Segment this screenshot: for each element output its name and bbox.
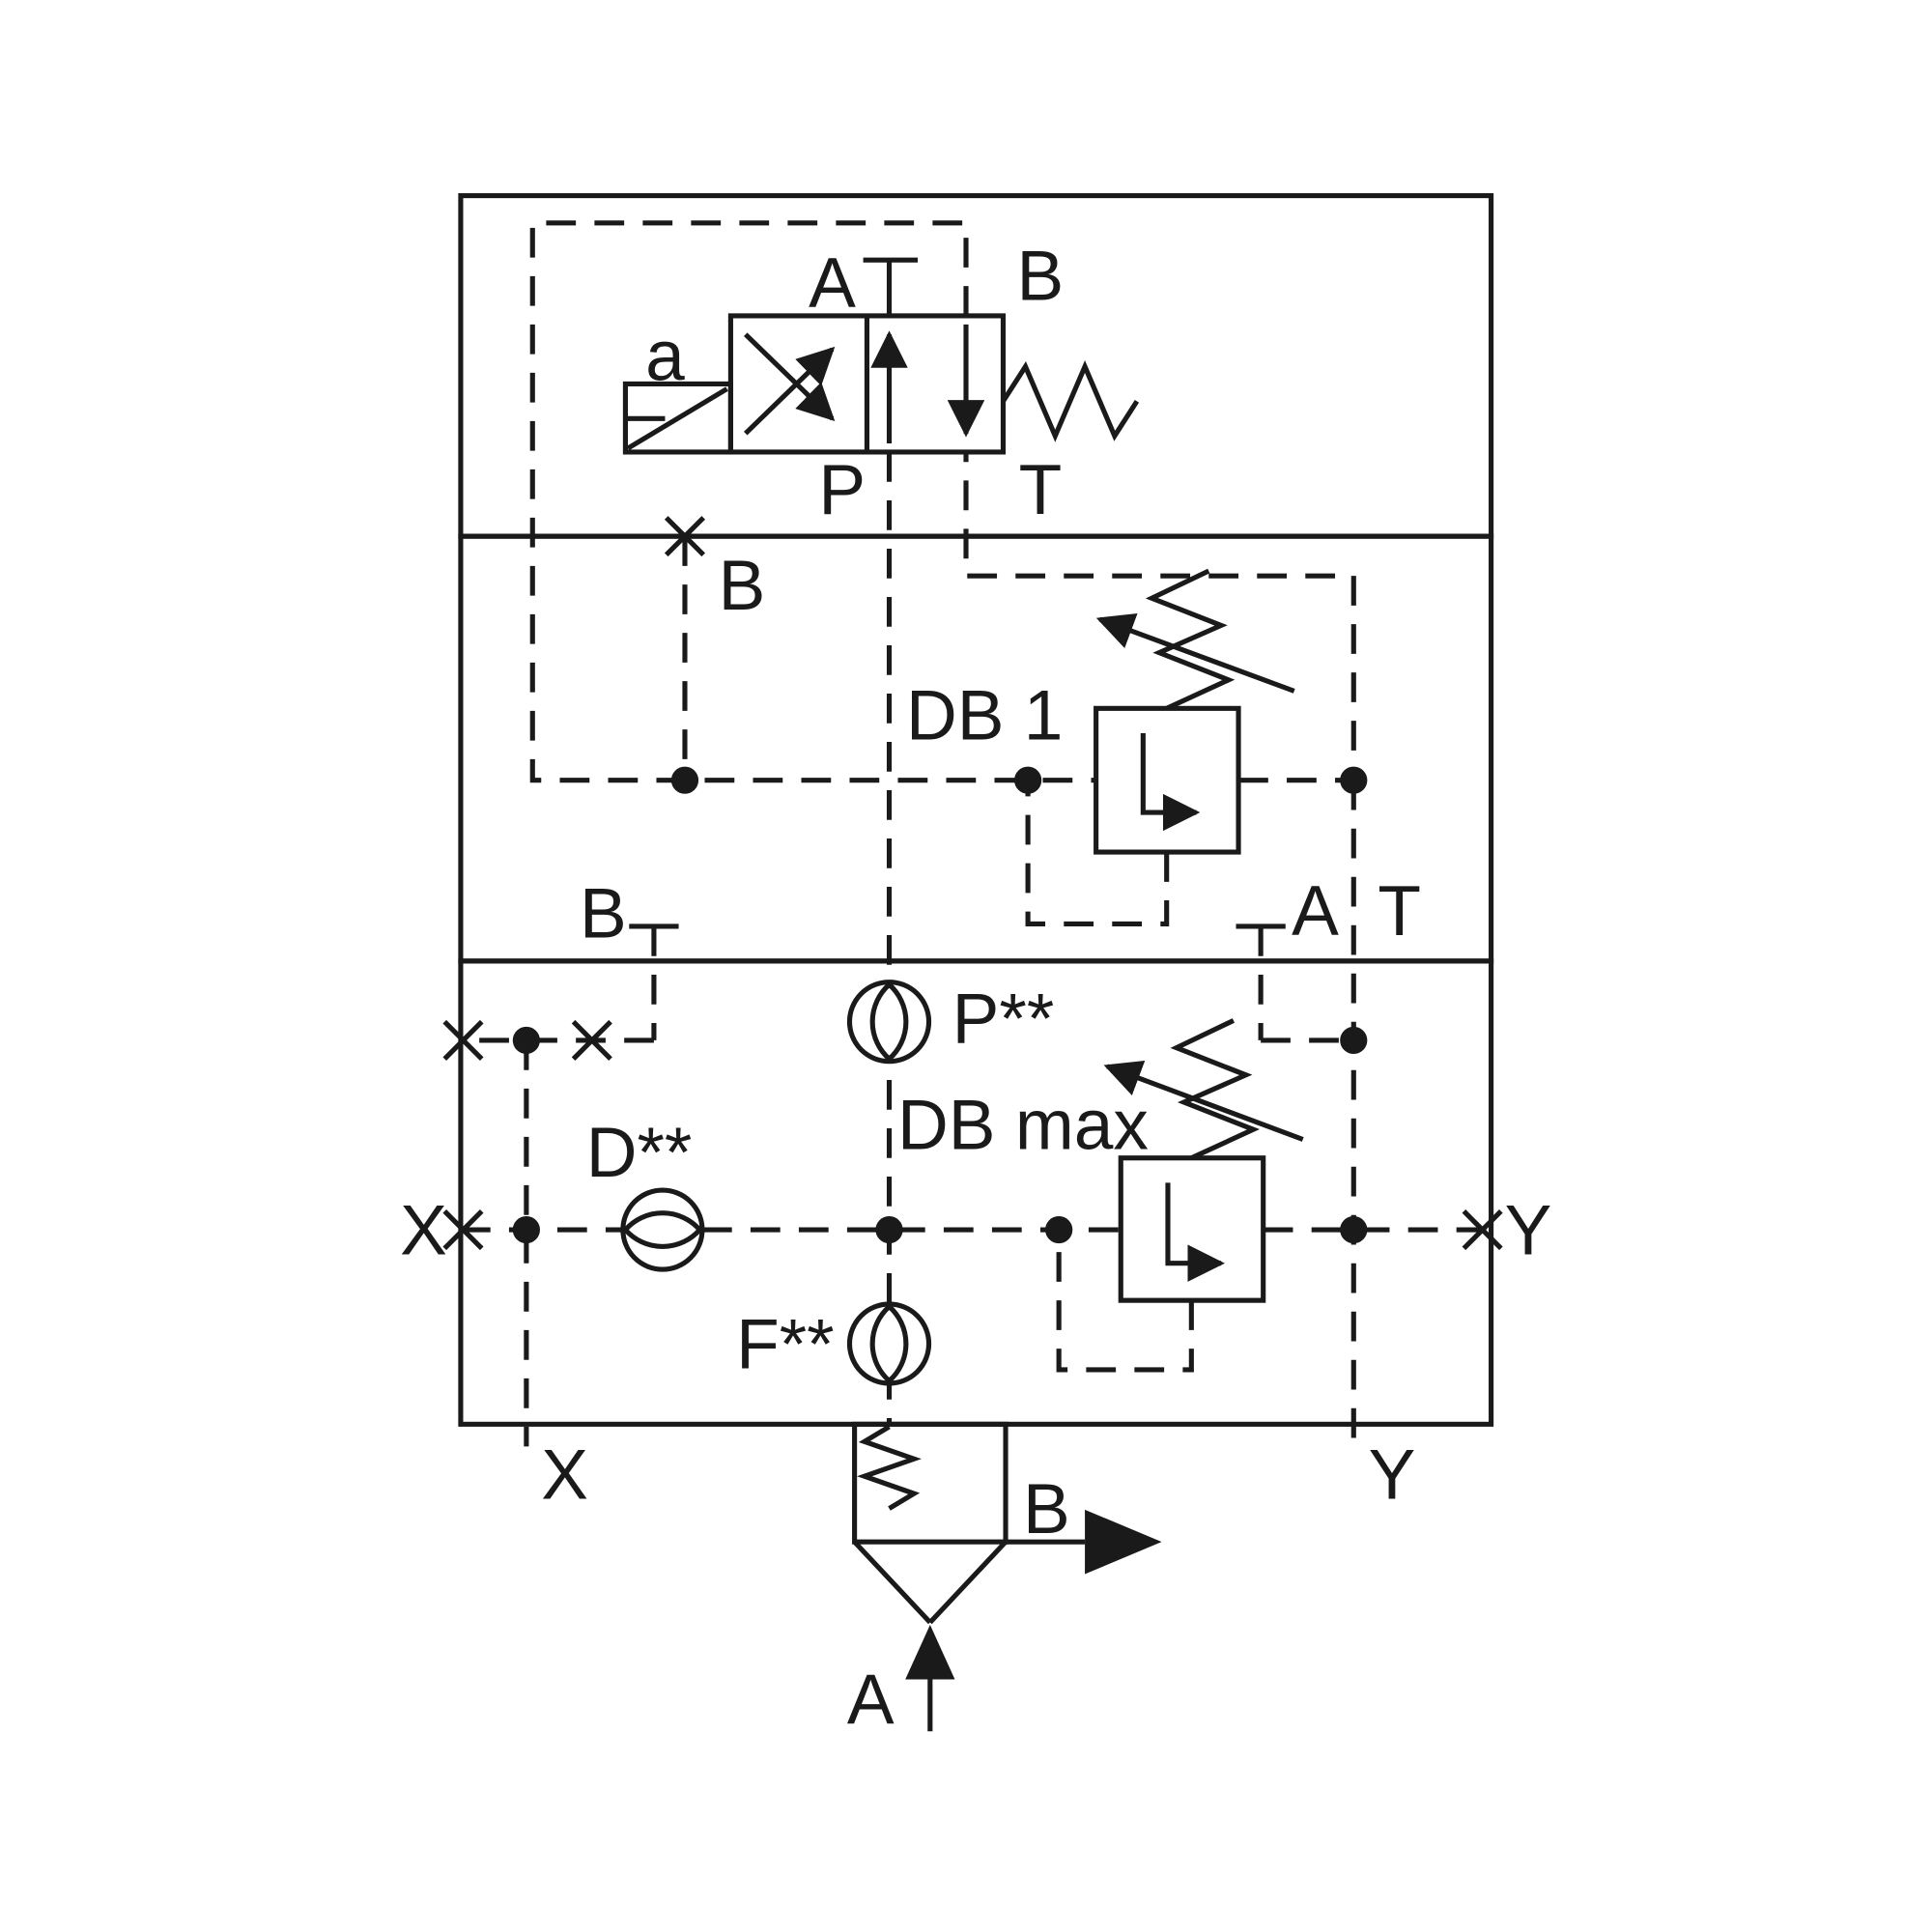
junction-dot: [670, 766, 699, 794]
solenoid-diagonal: [626, 386, 728, 451]
pilot-line-b-loop: [529, 220, 1096, 783]
relief-valve-db1: [1094, 568, 1295, 855]
junction-dot: [1340, 1026, 1368, 1055]
junction-dots: [512, 766, 1368, 1244]
relief-valve-dbmax: [1103, 1018, 1304, 1303]
return-spring-icon: [1001, 359, 1140, 442]
gauge-p-circle: [846, 980, 932, 1065]
pilot-port-t-label: T: [1019, 451, 1063, 529]
pilot-port-p-label: P: [818, 451, 866, 529]
mid-port-t-label: T: [1378, 872, 1421, 951]
junction-dot: [512, 1026, 540, 1055]
junction-dot: [1045, 1215, 1073, 1244]
port-x-left-label: X: [400, 1192, 447, 1270]
junction-dot: [1340, 1215, 1368, 1244]
junction-dot: [512, 1215, 540, 1244]
port-b-flow-arrow-icon: [1085, 1509, 1162, 1575]
db1-adjust-arrow-icon: [1095, 612, 1295, 694]
main-cartridge-valve: [852, 1421, 1162, 1732]
plug-b-label: B: [719, 547, 766, 625]
measuring-points: [620, 980, 932, 1386]
plug-left-edge-icon: [442, 1019, 484, 1061]
pilot-directional-valve: [622, 257, 1140, 455]
gauge-d-circle: [620, 1187, 705, 1272]
gauge-f-circle: [846, 1301, 932, 1386]
gauge-f-lens: [869, 1304, 909, 1384]
gauge-d: [620, 1187, 705, 1272]
pilot-line-t-loop: [963, 451, 1356, 783]
gauge-d-lens: [623, 1210, 703, 1249]
solenoid-a-label: a: [645, 318, 685, 396]
dbmax-label: DB max: [897, 1087, 1149, 1165]
poppet-right-edge: [927, 1540, 1008, 1625]
db1-flow-arrow-icon: [1140, 732, 1201, 832]
pilot-port-a-label: A: [809, 244, 856, 323]
junction-dot: [1340, 766, 1368, 794]
junction-dot: [875, 1215, 903, 1244]
port-x-bottom-label: X: [541, 1435, 588, 1514]
plug-b-branch-icon: [571, 1019, 612, 1061]
dbmax-adjust-arrow-icon: [1103, 1060, 1304, 1142]
manifold-blocks: [458, 193, 1494, 1427]
pilot-lines: [460, 220, 1492, 1447]
db1-body: [1094, 705, 1241, 855]
port-a-flow-arrow-icon: [905, 1625, 955, 1680]
junction-dot: [1014, 766, 1042, 794]
outlet-b-label: B: [1023, 1470, 1070, 1548]
gauge-d-label: D**: [586, 1114, 693, 1192]
labels: a A B P T B DB 1 B A T P** D** DB max X …: [400, 237, 1551, 1739]
cartridge-spring-icon: [857, 1424, 922, 1511]
pilot-valve-block: [458, 193, 1494, 539]
pilot-port-b-label: B: [1017, 237, 1065, 315]
gauge-p-lens: [869, 982, 909, 1063]
inlet-a-label: A: [847, 1662, 895, 1740]
cartridge-body: [852, 1421, 1009, 1545]
poppet-left-edge: [852, 1540, 932, 1625]
dbmax-spring-icon: [1170, 1018, 1260, 1161]
gauge-f-label: F**: [736, 1306, 835, 1384]
port-y-right-label: Y: [1505, 1192, 1552, 1270]
db1-spring-icon: [1145, 568, 1236, 711]
port-y-plug-icon: [1462, 1209, 1503, 1251]
port-x-plug-icon: [442, 1209, 484, 1251]
crossed-flow-arrow-down-icon: [744, 332, 836, 422]
gauge-f: [846, 1301, 932, 1386]
plug-marks: [442, 516, 1503, 1251]
dbmax-body: [1118, 1155, 1266, 1303]
gauge-p: [846, 980, 932, 1065]
plug-b-icon: [664, 516, 706, 557]
gauge-p-label: P**: [952, 980, 1055, 1058]
port-y-bottom-label: Y: [1369, 1435, 1416, 1514]
mid-port-b-label: B: [580, 875, 627, 953]
mid-port-a-label: A: [1292, 872, 1339, 951]
db1-label: DB 1: [906, 676, 1063, 754]
dbmax-flow-arrow-icon: [1165, 1182, 1225, 1282]
crossed-flow-arrow-up-icon: [744, 346, 836, 436]
